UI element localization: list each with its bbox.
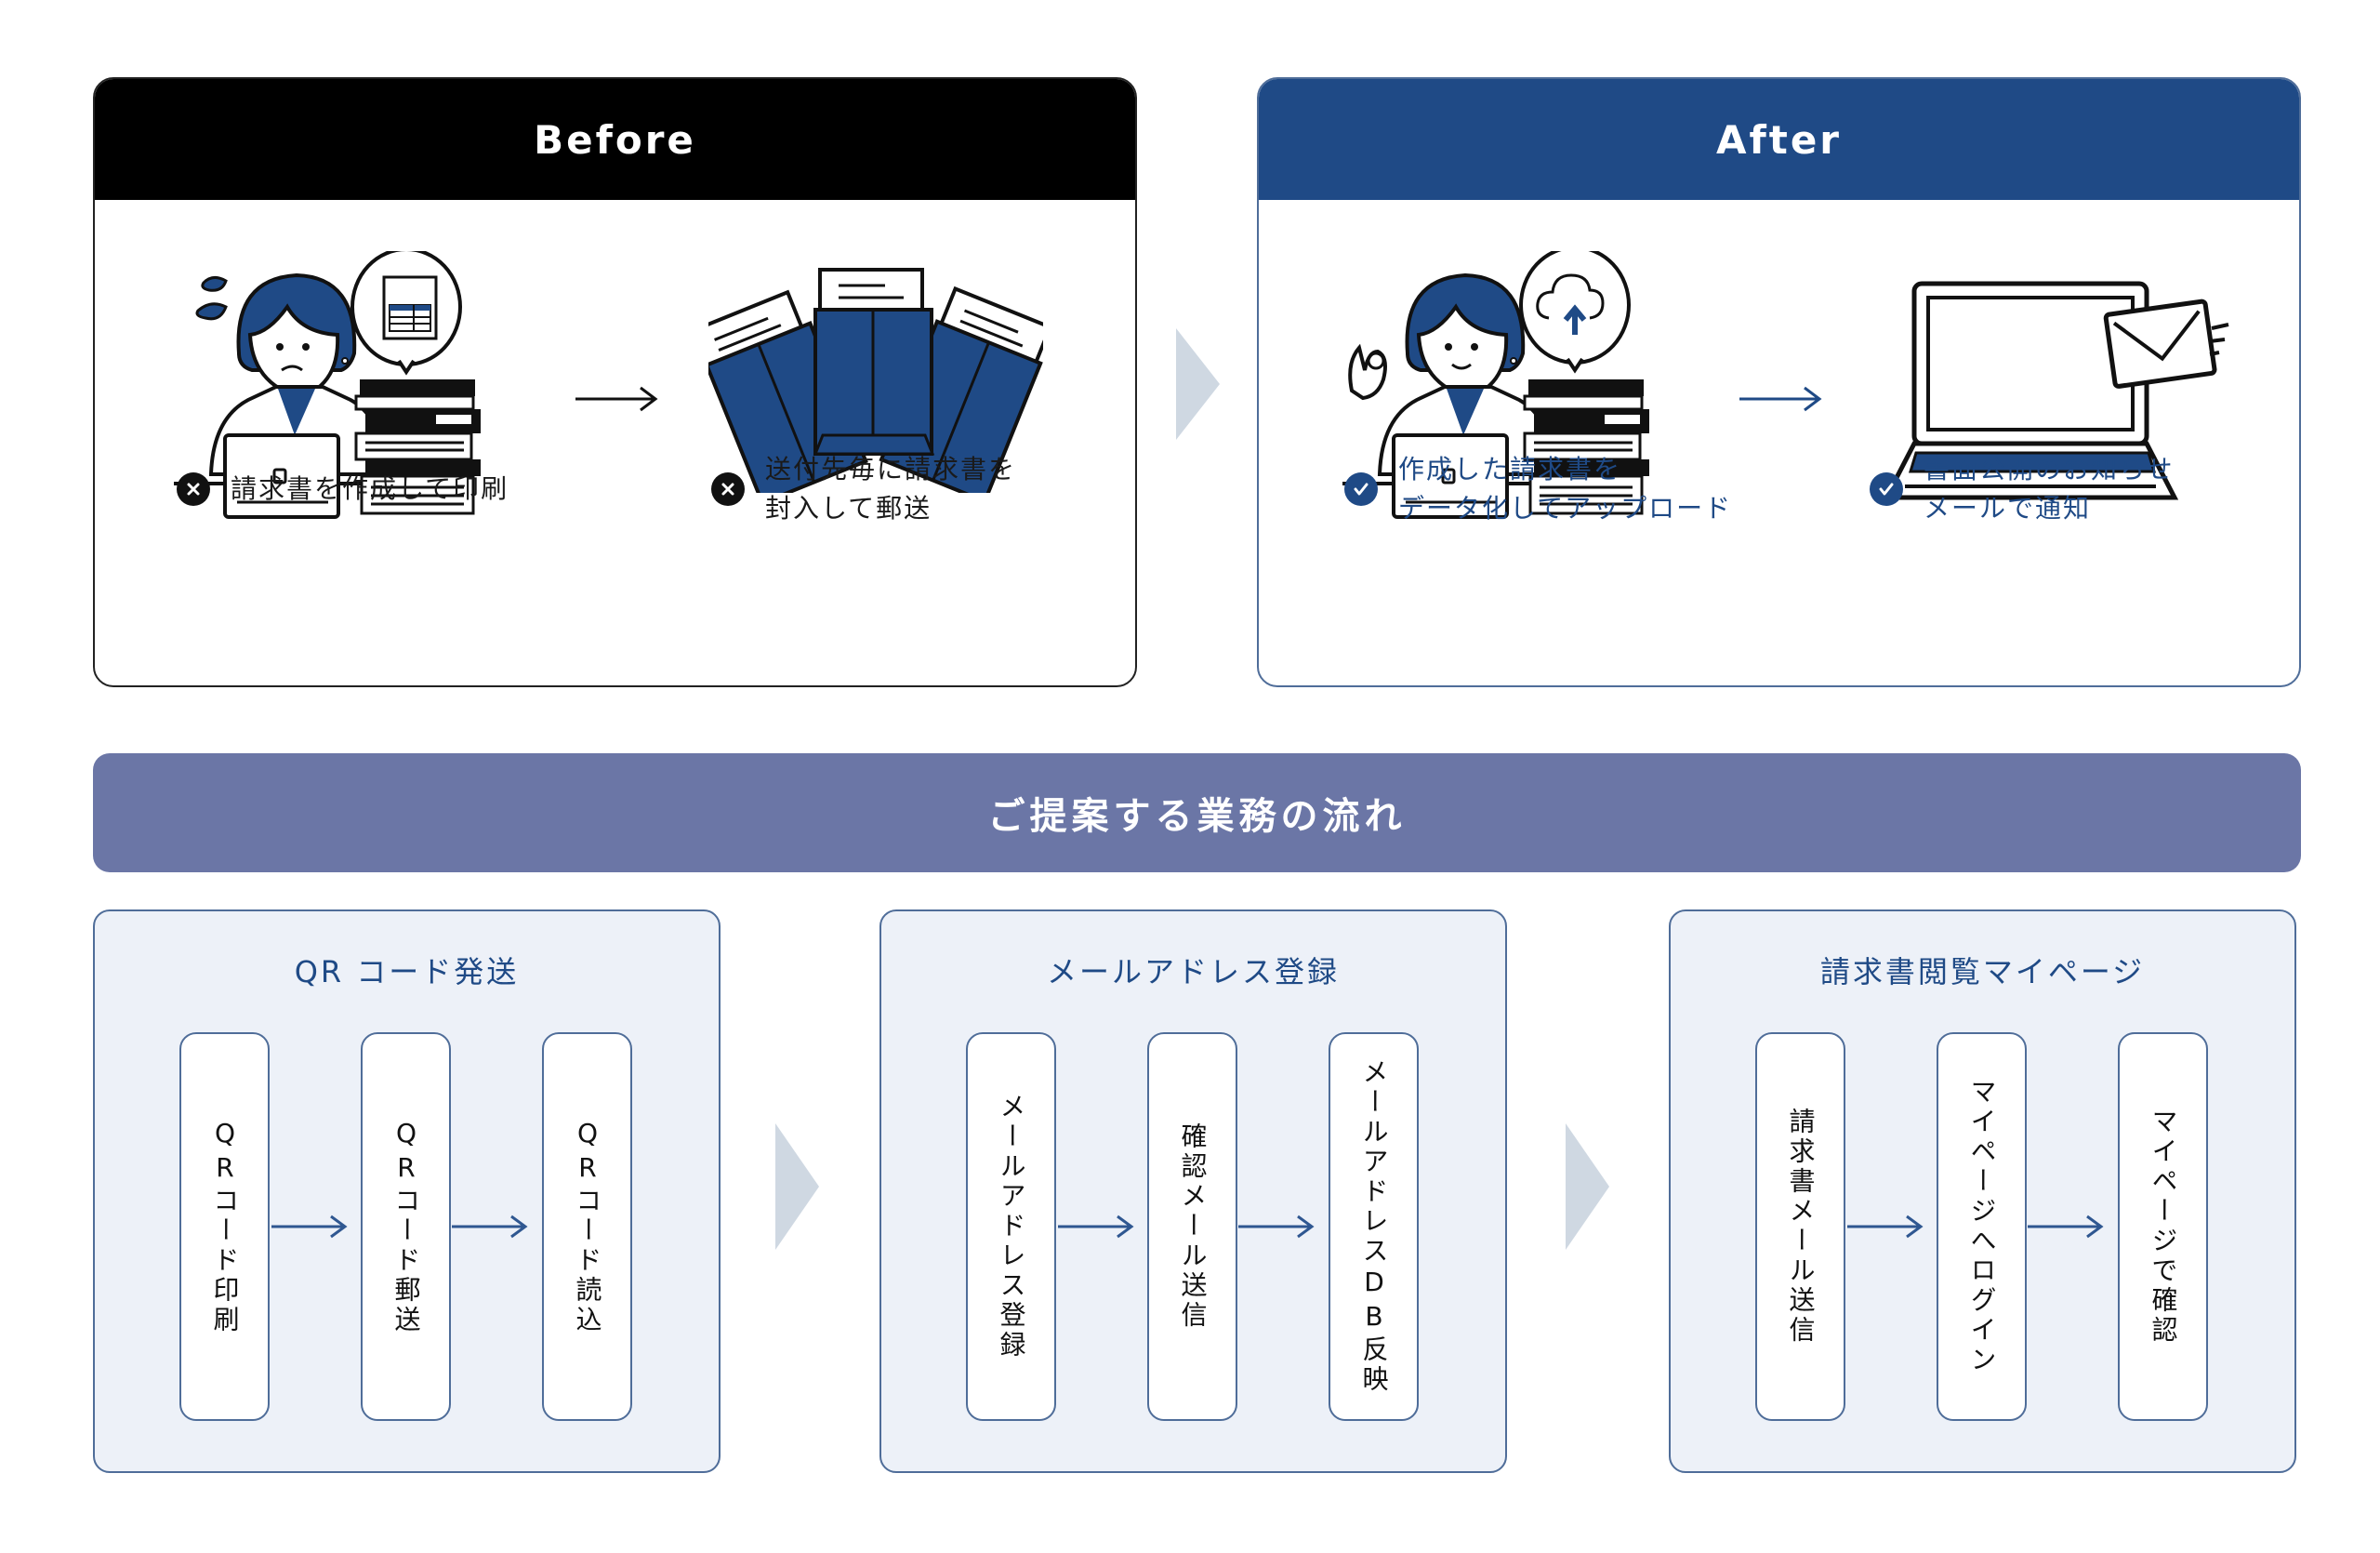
step-label: QRコード印刷 bbox=[209, 1118, 241, 1335]
arrow-right-icon bbox=[575, 386, 658, 412]
flow-step: マイページで確認 bbox=[2118, 1032, 2208, 1421]
worried-worker-illustration bbox=[174, 251, 481, 519]
chevron-right-icon bbox=[1566, 1123, 1609, 1250]
after-header: After bbox=[1259, 79, 2299, 200]
banner-title: ご提案する業務の流れ bbox=[987, 795, 1407, 838]
laptop-email-illustration bbox=[1882, 281, 2229, 500]
flow-panel-qr: QR コード発送 QRコード印刷 QRコード郵送 QRコード読込 bbox=[93, 909, 721, 1473]
flow-step: 請求書メール送信 bbox=[1755, 1032, 1845, 1421]
step-label: QRコード読込 bbox=[572, 1118, 603, 1335]
step-label: メールアドレスDB反映 bbox=[1358, 1058, 1390, 1395]
before-caption-text: 送付先毎に請求書を 封入して郵送 bbox=[765, 454, 1017, 524]
arrow-right-icon bbox=[1058, 1215, 1134, 1239]
flow-panel-email: メールアドレス登録 メールアドレス登録 確認メール送信 メールアドレスDB反映 bbox=[879, 909, 1507, 1473]
after-caption-1: 作成した請求書を データ化してアップロード bbox=[1344, 450, 1732, 528]
section-banner: ご提案する業務の流れ bbox=[93, 753, 2301, 872]
flow-title: メールアドレス登録 bbox=[1046, 954, 1340, 989]
step-label: マイページへログイン bbox=[1966, 1078, 1998, 1375]
step-label: 請求書メール送信 bbox=[1785, 1108, 1817, 1346]
happy-worker-illustration bbox=[1342, 251, 1649, 519]
arrow-right-icon bbox=[1847, 1215, 1924, 1239]
envelope-icon bbox=[2103, 299, 2217, 389]
x-circle-icon bbox=[711, 472, 745, 506]
flow-title: 請求書閲覧マイページ bbox=[1819, 954, 2146, 989]
flow-title: QR コード発送 bbox=[294, 954, 520, 989]
flow-step: QRコード読込 bbox=[542, 1032, 632, 1421]
flow-panel-mypage: 請求書閲覧マイページ 請求書メール送信 マイページへログイン マイページで確認 bbox=[1669, 909, 2296, 1473]
step-label: メールアドレス登録 bbox=[996, 1093, 1027, 1361]
arrow-right-icon bbox=[452, 1215, 528, 1239]
before-panel: Before bbox=[93, 77, 1137, 687]
before-header: Before bbox=[95, 79, 1135, 200]
after-caption-text: 作成した請求書を データ化してアップロード bbox=[1398, 454, 1733, 524]
chevron-right-icon bbox=[775, 1123, 819, 1250]
sweat-drop-icon bbox=[201, 276, 228, 292]
arrow-right-icon bbox=[271, 1215, 348, 1239]
check-circle-icon bbox=[1344, 472, 1378, 506]
flow-step: QRコード印刷 bbox=[179, 1032, 270, 1421]
cloud-upload-icon bbox=[1536, 273, 1605, 320]
flow-step: 確認メール送信 bbox=[1147, 1032, 1237, 1421]
before-caption-text: 請求書を作成して印刷 bbox=[231, 473, 509, 504]
before-caption-1: 請求書を作成して印刷 bbox=[177, 470, 509, 509]
flow-step: QRコード郵送 bbox=[361, 1032, 451, 1421]
sweat-drop-icon bbox=[195, 302, 228, 321]
arrow-right-icon bbox=[1739, 386, 1822, 412]
step-label: QRコード郵送 bbox=[390, 1118, 422, 1335]
check-circle-icon bbox=[1870, 472, 1903, 506]
before-title: Before bbox=[534, 116, 696, 163]
x-circle-icon bbox=[177, 472, 210, 506]
step-label: マイページで確認 bbox=[2148, 1108, 2179, 1346]
step-label: 確認メール送信 bbox=[1177, 1122, 1209, 1331]
arrow-right-icon bbox=[2028, 1215, 2104, 1239]
chevron-right-icon bbox=[1176, 328, 1220, 440]
after-caption-2: 書面公開のお知らせ メールで通知 bbox=[1870, 450, 2174, 528]
before-caption-2: 送付先毎に請求書を 封入して郵送 bbox=[711, 450, 1016, 528]
after-caption-text: 書面公開のお知らせ メールで通知 bbox=[1924, 454, 2175, 524]
envelopes-illustration bbox=[708, 268, 1043, 493]
arrow-right-icon bbox=[1238, 1215, 1315, 1239]
after-panel: After bbox=[1257, 77, 2301, 687]
flow-step: マイページへログイン bbox=[1937, 1032, 2027, 1421]
after-title: After bbox=[1715, 116, 1843, 163]
flow-step: メールアドレスDB反映 bbox=[1329, 1032, 1419, 1421]
flow-step: メールアドレス登録 bbox=[966, 1032, 1056, 1421]
